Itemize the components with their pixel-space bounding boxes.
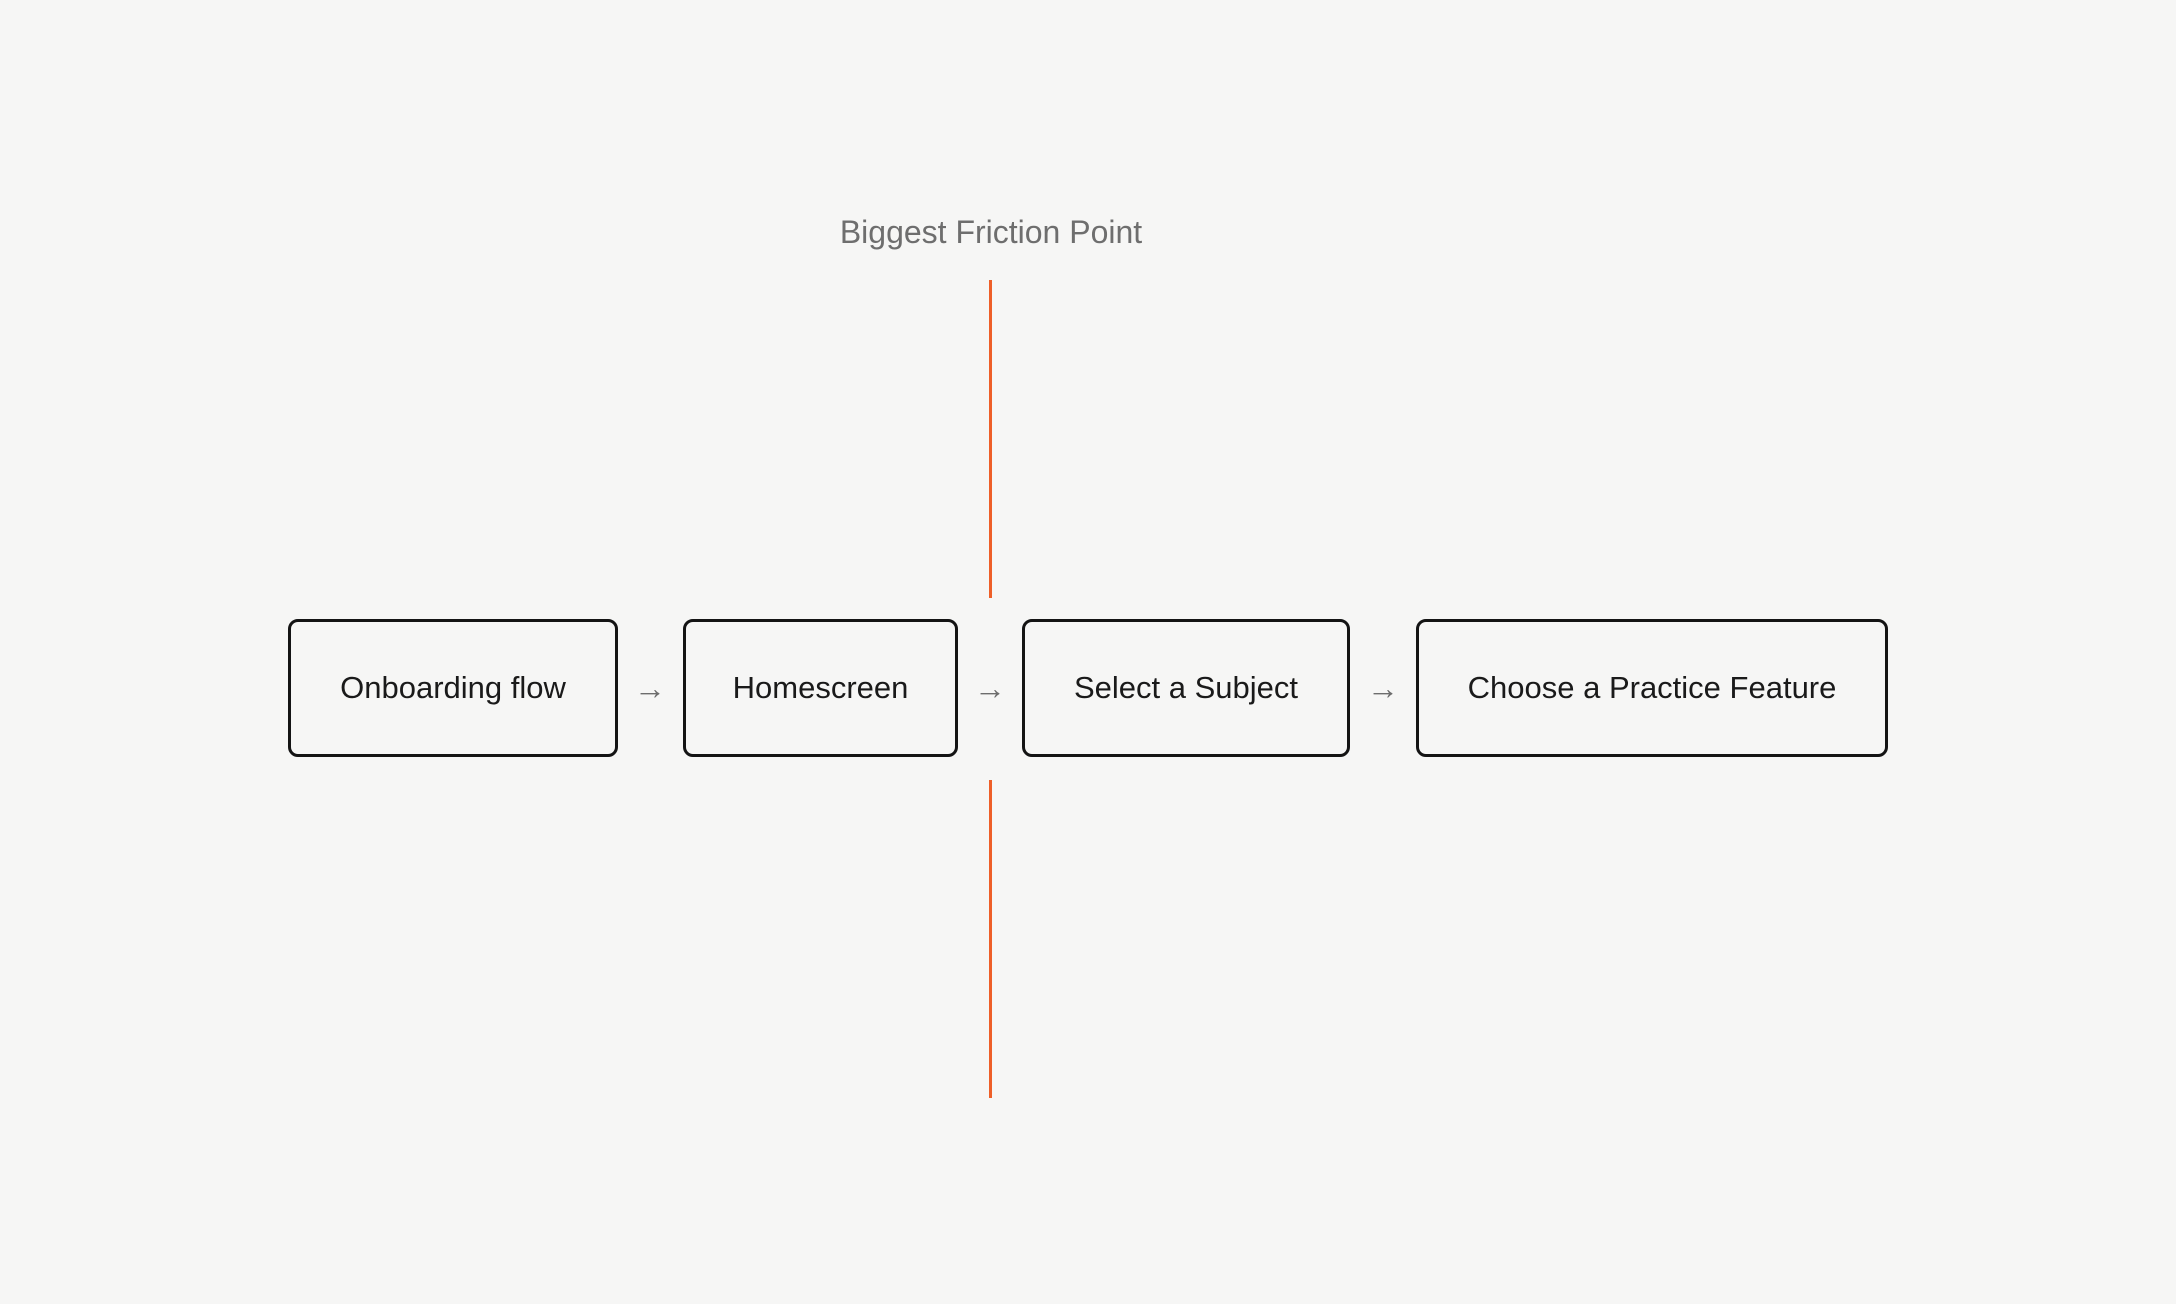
arrow-right-icon: → — [634, 669, 666, 706]
flow-node-label: Onboarding flow — [340, 670, 566, 705]
flow-node-onboarding-flow[interactable]: Onboarding flow — [288, 619, 618, 757]
flow-node-label: Select a Subject — [1073, 670, 1299, 705]
flow-node-label: Choose a Practice Feature — [1467, 670, 1837, 705]
arrow-right-icon: → — [1367, 669, 1399, 706]
flow-node-label: Homescreen — [732, 670, 909, 705]
friction-point-label: Biggest Friction Point — [839, 214, 1143, 250]
flow-node-homescreen[interactable]: Homescreen — [683, 619, 958, 757]
flow-node-choose-a-practice-feature[interactable]: Choose a Practice Feature — [1416, 619, 1888, 757]
flow-node-select-a-subject[interactable]: Select a Subject — [1022, 619, 1350, 757]
friction-point-line-top — [989, 280, 992, 598]
friction-point-line-bottom — [989, 780, 992, 1098]
arrow-right-icon: → — [974, 669, 1006, 706]
